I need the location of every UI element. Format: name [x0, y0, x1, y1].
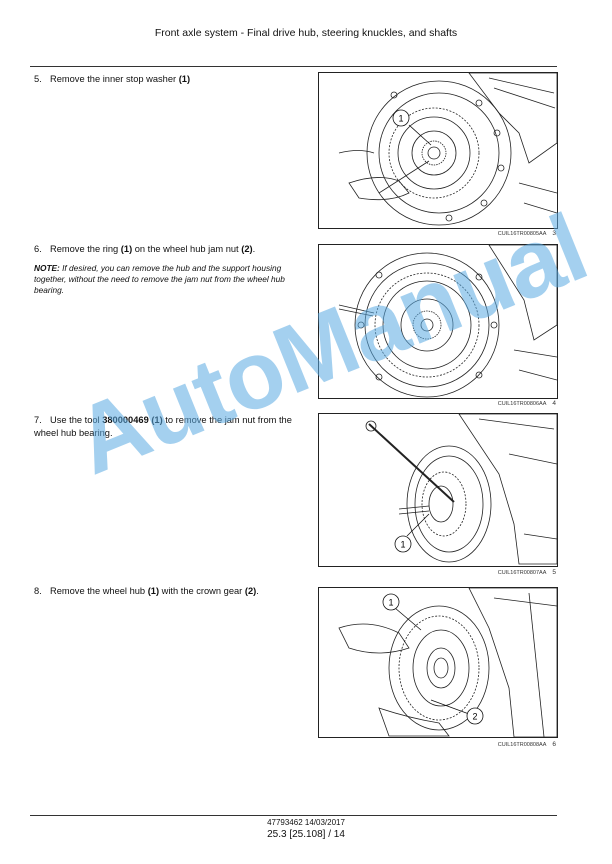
step-number: 8. — [34, 586, 42, 596]
footer-page-number: 25.3 [25.108] / 14 — [267, 829, 345, 840]
figure-5: 1 — [318, 413, 558, 567]
note-label: NOTE: — [34, 263, 60, 273]
figure-4-caption: CUIL16TR00806AA 4 — [318, 400, 556, 407]
figure-number: 6 — [552, 741, 556, 748]
footer-rule — [30, 815, 557, 816]
footer-doc-id: 47793462 14/03/2017 — [267, 818, 345, 827]
header-rule — [30, 66, 557, 67]
callout-1: 1 — [388, 598, 393, 608]
figure-code: CUIL16TR00808AA — [497, 742, 547, 748]
figure-4-illustration — [338, 245, 557, 398]
step-7: 7.Use the tool 380000469 (1) to remove t… — [34, 415, 292, 438]
callout-2: 2 — [472, 712, 477, 722]
figure-4 — [318, 244, 558, 399]
step-5: 5.Remove the inner stop washer (1) — [34, 74, 191, 84]
figure-3-caption: CUIL16TR00805AA 3 — [318, 230, 556, 237]
figure-6: 1 2 — [318, 587, 558, 738]
note-text: If desired, you can remove the hub and t… — [34, 263, 285, 295]
figure-code: CUIL16TR00807AA — [497, 570, 547, 576]
step-number: 6. — [34, 244, 42, 254]
figure-code: CUIL16TR00805AA — [497, 231, 547, 237]
figure-6-illustration: 1 2 — [338, 588, 557, 737]
figure-code: CUIL16TR00806AA — [497, 401, 547, 407]
callout-ref: (1) — [178, 74, 191, 84]
figure-3: 1 — [318, 72, 558, 229]
step-number: 7. — [34, 415, 42, 425]
figure-number: 3 — [552, 230, 556, 237]
step-6: 6.Remove the ring (1) on the wheel hub j… — [34, 244, 256, 254]
note: NOTE: If desired, you can remove the hub… — [34, 263, 302, 296]
page-header: Front axle system - Final drive hub, ste… — [154, 27, 458, 39]
step-number: 5. — [34, 74, 42, 84]
figure-5-caption: CUIL16TR00807AA 5 — [318, 569, 556, 576]
figure-5-illustration: 1 — [365, 414, 557, 565]
figure-number: 4 — [552, 400, 556, 407]
callout-1: 1 — [398, 114, 403, 124]
figure-number: 5 — [552, 569, 556, 576]
callout-1: 1 — [400, 540, 405, 550]
step-8: 8.Remove the wheel hub (1) with the crow… — [34, 586, 259, 596]
figure-6-caption: CUIL16TR00808AA 6 — [318, 741, 556, 748]
figure-3-illustration: 1 — [338, 73, 557, 226]
